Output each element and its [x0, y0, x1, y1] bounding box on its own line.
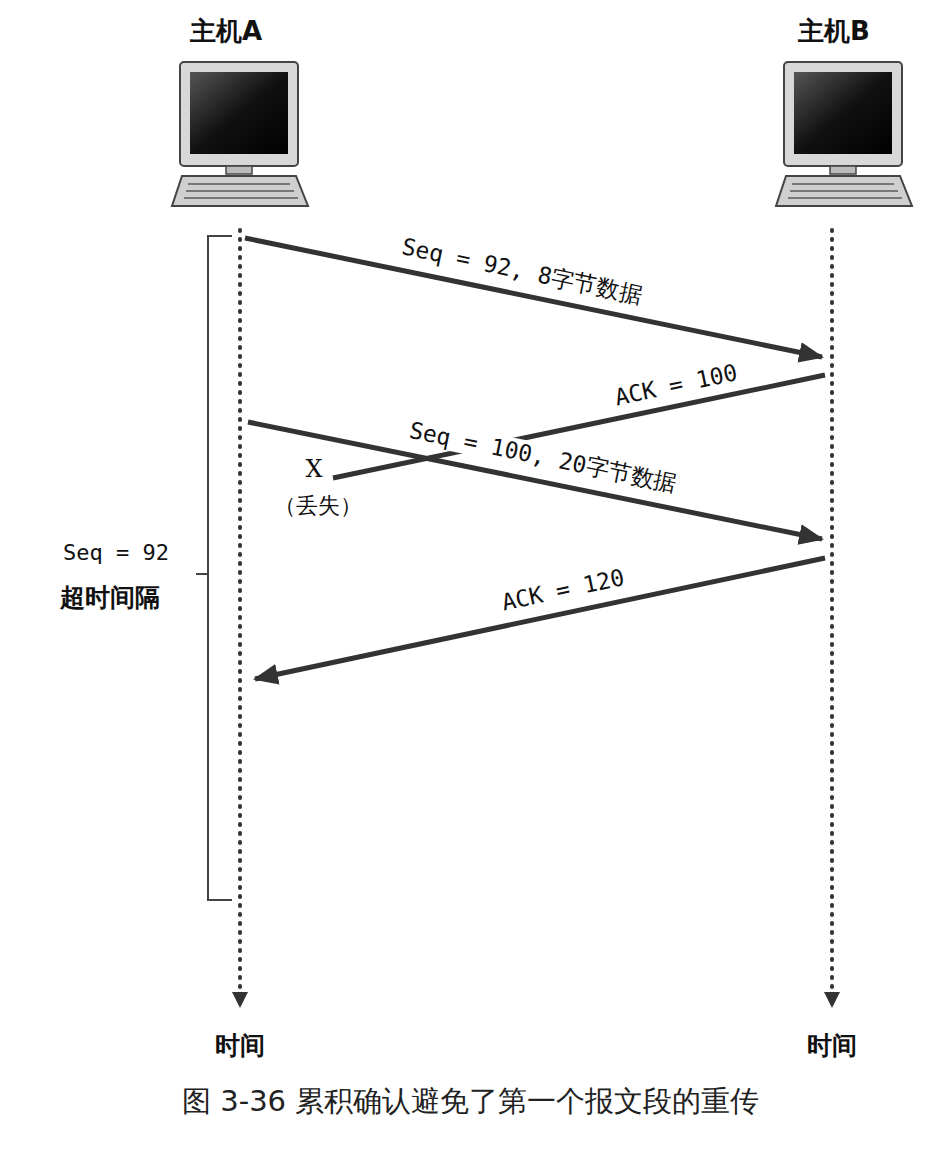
message-label: Seq = 100, 20字节数据: [404, 416, 682, 497]
message-arrow: [245, 238, 825, 679]
host-name: 主机A: [190, 16, 262, 47]
computer-icon: [776, 62, 912, 206]
computer-icon: [172, 62, 308, 206]
message-label: Seq = 92, 8字节数据: [397, 233, 647, 310]
host-name: 主机B: [798, 16, 870, 47]
timer-label: Seq = 92: [60, 540, 172, 565]
figure-caption: 图 3-36 累积确认避免了第一个报文段的重传: [182, 1084, 759, 1119]
message-label: ACK = 120: [496, 563, 629, 616]
message-label: ACK = 100: [609, 359, 742, 412]
loss-mark: X: [302, 456, 325, 484]
loss-note: （丢失）: [271, 493, 365, 518]
timeout-bracket: [196, 236, 232, 900]
timer-label: 超时间隔: [57, 584, 163, 613]
host-label: 主机B: [794, 14, 874, 49]
axis-label: 时间: [804, 1032, 860, 1061]
axis-label: 时间: [212, 1032, 268, 1061]
host-label: 主机A: [186, 14, 266, 49]
timeline: [232, 230, 840, 1008]
